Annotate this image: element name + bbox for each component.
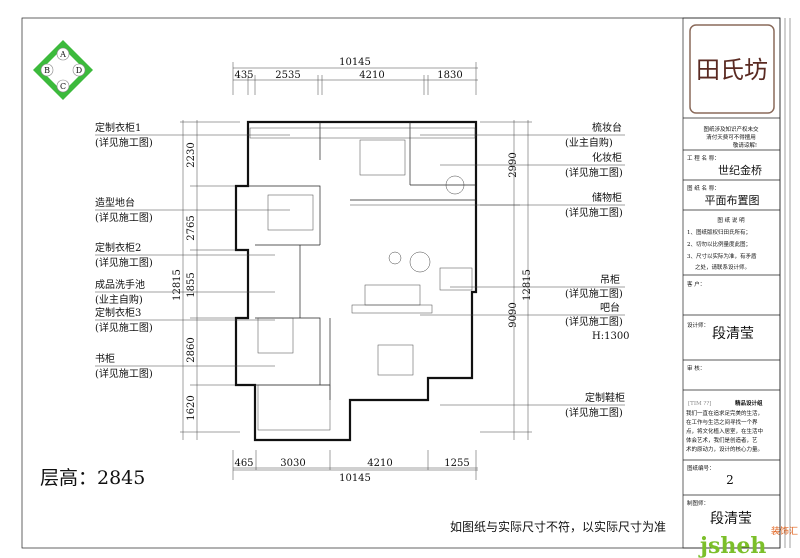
title_block-drawing_label: 图 纸 名 称： bbox=[687, 184, 720, 192]
floor-plan bbox=[234, 120, 478, 442]
right_labels-4-note: (详见施工图) bbox=[565, 315, 623, 328]
footer-note: 如图纸与实际尺寸不符，以实际尺寸为准 bbox=[450, 519, 666, 534]
title_block-notes-2: 3、尺寸以实际为准，有矛盾 bbox=[687, 252, 757, 260]
right_labels-3-name: 吊柜 bbox=[600, 273, 620, 286]
title_block-project: 世纪金桥 bbox=[718, 163, 762, 177]
title_block-sheet_no: 2 bbox=[726, 473, 734, 487]
title_block-copyright-2: 敬请谅解! bbox=[733, 141, 757, 149]
double-bed bbox=[359, 139, 406, 176]
right_labels-0-name: 梳妆台 bbox=[592, 121, 622, 134]
title_block-designer: 段清莹 bbox=[712, 326, 754, 342]
left_labels-4-name: 定制衣柜3 bbox=[95, 306, 141, 319]
dimensions-top-2: 4210 bbox=[359, 70, 384, 81]
dimensions-bottom-3: 1255 bbox=[444, 458, 469, 469]
brand-seal-icon bbox=[689, 24, 775, 114]
left_labels-3-note: (业主自购) bbox=[95, 293, 143, 306]
title_block-studio_tag: [TIM ??] bbox=[688, 401, 711, 407]
dimensions-left-4: 1620 bbox=[186, 395, 197, 420]
dimensions-left-0: 2230 bbox=[186, 142, 197, 167]
bed bbox=[267, 194, 314, 231]
right_labels-3-note: (详见施工图) bbox=[565, 287, 623, 300]
bar-counter bbox=[351, 304, 433, 314]
left_labels-0-note: (详见施工图) bbox=[95, 136, 153, 149]
title_block-sheet_no_label: 图纸编号： bbox=[687, 464, 715, 472]
title_block-motto-3: 体会艺术，我们是创造者，艺 bbox=[686, 436, 758, 444]
title_block-designer_label: 设计师： bbox=[687, 321, 709, 329]
dimensions-right_total: 12815 bbox=[522, 269, 533, 301]
left_labels-1-name: 造型地台 bbox=[95, 196, 135, 209]
left-labels: 定制衣柜1 (详见施工图) 造型地台 (详见施工图) 定制衣柜2 (详见施工图) 成品… bbox=[95, 121, 153, 380]
right_labels-2-name: 储物柜 bbox=[592, 191, 622, 204]
title_block-client_label: 客 户： bbox=[687, 280, 705, 288]
title_block-notes-3: 之处，请联系设计师。 bbox=[695, 263, 750, 271]
title_block-motto-1: 在工作与生活之间寻找一个界 bbox=[686, 418, 758, 426]
title_block-studio_name: 精品设计组 bbox=[735, 399, 763, 407]
right_labels-5-note: (详见施工图) bbox=[565, 406, 623, 419]
right_labels-4-name: 吧台 bbox=[600, 301, 620, 314]
left_labels-4-note: (详见施工图) bbox=[95, 321, 153, 334]
title_block-notes_title: 图 纸 说 明 bbox=[717, 216, 745, 224]
right_labels-1-name: 化妆柜 bbox=[592, 151, 622, 164]
logo-a: A bbox=[59, 50, 66, 59]
right_labels-0-note: (业主自购) bbox=[565, 136, 613, 149]
dimensions-bottom-2: 4210 bbox=[367, 458, 392, 469]
watermark-logo: jsheh 装饰汇 bbox=[698, 525, 798, 558]
dimensions-left-3: 2860 bbox=[186, 337, 197, 362]
dimensions-top-1: 2535 bbox=[275, 70, 300, 81]
title_block-drafter: 段清莹 bbox=[710, 511, 752, 527]
title_block-reviewer_label: 审 核： bbox=[687, 364, 705, 372]
left_labels-2-note: (详见施工图) bbox=[95, 256, 153, 269]
dimensions-left-1: 2765 bbox=[186, 215, 197, 240]
dimensions-bottom_total: 10145 bbox=[339, 473, 371, 484]
left_labels-5-name: 书柜 bbox=[95, 352, 115, 365]
compass-logo-icon: A B D C bbox=[33, 40, 93, 100]
dimensions-bottom-1: 3030 bbox=[280, 458, 305, 469]
left_labels-3-name: 成品洗手池 bbox=[95, 278, 145, 291]
dining-table bbox=[377, 344, 414, 376]
dimensions-top_total: 10145 bbox=[339, 57, 371, 68]
logo-b: B bbox=[44, 66, 50, 75]
top-dimensions: 10145 435 2535 4210 1830 bbox=[232, 57, 478, 95]
dimensions-left_total: 12815 bbox=[172, 269, 183, 301]
dimensions-bottom-0: 465 bbox=[234, 458, 253, 469]
title_block-logo_text: 田氏坊 bbox=[696, 56, 768, 84]
left_labels-5-note: (详见施工图) bbox=[95, 367, 153, 380]
logo-d: D bbox=[76, 66, 82, 75]
right_labels-1-note: (详见施工图) bbox=[565, 166, 623, 179]
title_block-project_label: 工 程 名 称： bbox=[687, 154, 720, 162]
sofa bbox=[364, 284, 421, 306]
dimensions-top-0: 435 bbox=[234, 70, 253, 81]
title_block-motto-0: 我们一直在追求足完美的生活， bbox=[686, 409, 763, 417]
title_block-drafter_label: 制图师： bbox=[687, 499, 709, 507]
logo-c: C bbox=[60, 82, 66, 91]
left-dimensions: 2230 2765 1855 2860 1620 12815 bbox=[172, 120, 240, 440]
right-labels: 梳妆台(业主自购) 化妆柜(详见施工图) 储物柜(详见施工图) 吊柜(详见施工图… bbox=[565, 121, 630, 419]
watermark-text: jsheh bbox=[698, 533, 766, 558]
desk bbox=[257, 317, 294, 354]
watermark-sub: 装饰汇 bbox=[771, 525, 798, 537]
title_block-copyright-0: 图纸涉及知识产权未交 bbox=[703, 125, 759, 133]
title_block-notes-0: 1、图纸版权归田氏所有； bbox=[687, 228, 751, 236]
left_labels-2-name: 定制衣柜2 bbox=[95, 241, 141, 254]
left_labels-0-name: 定制衣柜1 bbox=[95, 121, 141, 134]
dimensions-left-2: 1855 bbox=[186, 272, 197, 297]
dimensions-top-3: 1830 bbox=[437, 70, 462, 81]
title_block-drawing: 平面布置图 bbox=[705, 194, 760, 207]
floor-height: 层高：2845 bbox=[40, 467, 145, 489]
left_labels-1-note: (详见施工图) bbox=[95, 211, 153, 224]
right-dimensions: 2990 12815 9090 bbox=[480, 120, 533, 440]
bottom-dimensions: 465 3030 4210 1255 10145 bbox=[232, 450, 478, 484]
title_block-motto-4: 术的原动力，设计的核心力量。 bbox=[686, 445, 763, 453]
right_labels-4-extra: H:1300 bbox=[592, 331, 630, 342]
right_labels-2-note: (详见施工图) bbox=[565, 206, 623, 219]
title_block-motto-2: 点，将文化植入居室，在生活中 bbox=[686, 427, 763, 435]
title_block-copyright-1: 清付天费可不得擅用 bbox=[706, 133, 756, 141]
title-block: 田氏坊 图纸涉及知识产权未交 清付天费可不得擅用 敬请谅解! 工 程 名 称： … bbox=[682, 17, 781, 549]
right_labels-5-name: 定制鞋柜 bbox=[585, 391, 625, 404]
leader-lines bbox=[95, 134, 625, 406]
title_block-notes-1: 2、切勿以比例量度此图； bbox=[687, 240, 751, 248]
